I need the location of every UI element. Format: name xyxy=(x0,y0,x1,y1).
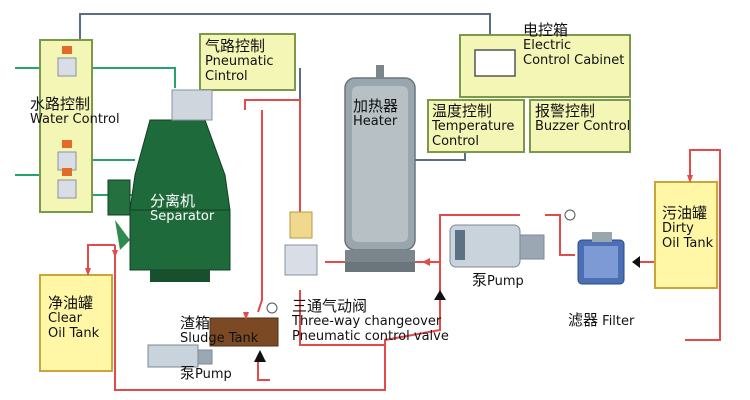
dirty-oil-tank xyxy=(654,181,718,289)
separator-machine xyxy=(107,89,231,282)
clear-oil-tank-label: 净油罐 Clear Oil Tank xyxy=(48,294,100,342)
main-pump-label: 泵Pump xyxy=(472,271,524,289)
oil-pipe-valve-to-sep xyxy=(244,99,301,235)
oil-pipes xyxy=(87,99,721,391)
check-valve-1 xyxy=(434,290,446,300)
water-control-label: 水路控制 Water Control xyxy=(30,95,120,128)
signal-line-cabinet-top xyxy=(79,13,491,40)
flow-arrow-1 xyxy=(112,250,118,258)
three-way-valve-label: 三通气动阀 Three-way changeover Pneumatic con… xyxy=(292,297,449,345)
oil-pipe-dirty-tank-top xyxy=(685,149,721,341)
sludge-tank-body xyxy=(209,317,279,347)
oil-pipe-sep-sludge xyxy=(257,110,263,313)
sludge-pump xyxy=(147,344,213,368)
water-valves xyxy=(57,46,77,199)
cabinet-display xyxy=(474,49,516,77)
electric-cabinet-label: 电控箱 Electric Control Cabinet xyxy=(523,21,625,69)
oil-pipe-pump-to-heater xyxy=(114,214,520,391)
water-valve-3 xyxy=(57,179,77,199)
dirty-oil-tank-label: 污油罐 Dirty Oil Tank xyxy=(662,204,714,252)
flow-arrow-2 xyxy=(85,268,91,276)
flow-arrow-3 xyxy=(687,175,693,183)
heater-unit xyxy=(344,65,416,272)
pressure-gauge-1 xyxy=(266,302,278,314)
oil-pipe-valve-return xyxy=(299,290,385,346)
flow-arrow-5 xyxy=(243,312,249,320)
main-pump xyxy=(449,224,545,268)
pneumatic-control-panel xyxy=(199,33,296,91)
heater-label: 加热器 Heater xyxy=(353,97,399,130)
water-valve-2 xyxy=(57,151,77,171)
oil-pipe-sludge-out xyxy=(257,355,270,381)
oil-pipe-pump-line xyxy=(545,214,575,256)
signal-line-temperature xyxy=(412,150,466,161)
buzzer-control-panel xyxy=(529,99,631,153)
filter-unit xyxy=(577,232,625,285)
water-valve-1 xyxy=(57,57,77,77)
temperature-control-label: 温度控制 Temperature Control xyxy=(432,102,515,150)
pressure-gauge-2 xyxy=(564,209,576,221)
separator-label: 分离机 Separator xyxy=(150,192,215,225)
buzzer-control-label: 报警控制 Buzzer Control xyxy=(535,102,631,135)
sludge-tank-label: 渣箱 Sludge Tank xyxy=(180,314,259,347)
filter-label: 滤器 Filter xyxy=(568,311,635,329)
clear-oil-tank xyxy=(39,274,113,372)
pneumatic-control-label: 气路控制 Pneumatic Cintrol xyxy=(205,37,274,85)
sludge-pump-label: 泵Pump xyxy=(180,364,232,382)
oil-pipe-clear-tank xyxy=(87,244,115,275)
check-valve-3 xyxy=(632,256,640,268)
three-way-valve xyxy=(284,211,318,276)
temperature-control-panel xyxy=(427,99,525,153)
flow-arrow-4 xyxy=(422,258,430,266)
check-valve-2 xyxy=(254,350,266,362)
